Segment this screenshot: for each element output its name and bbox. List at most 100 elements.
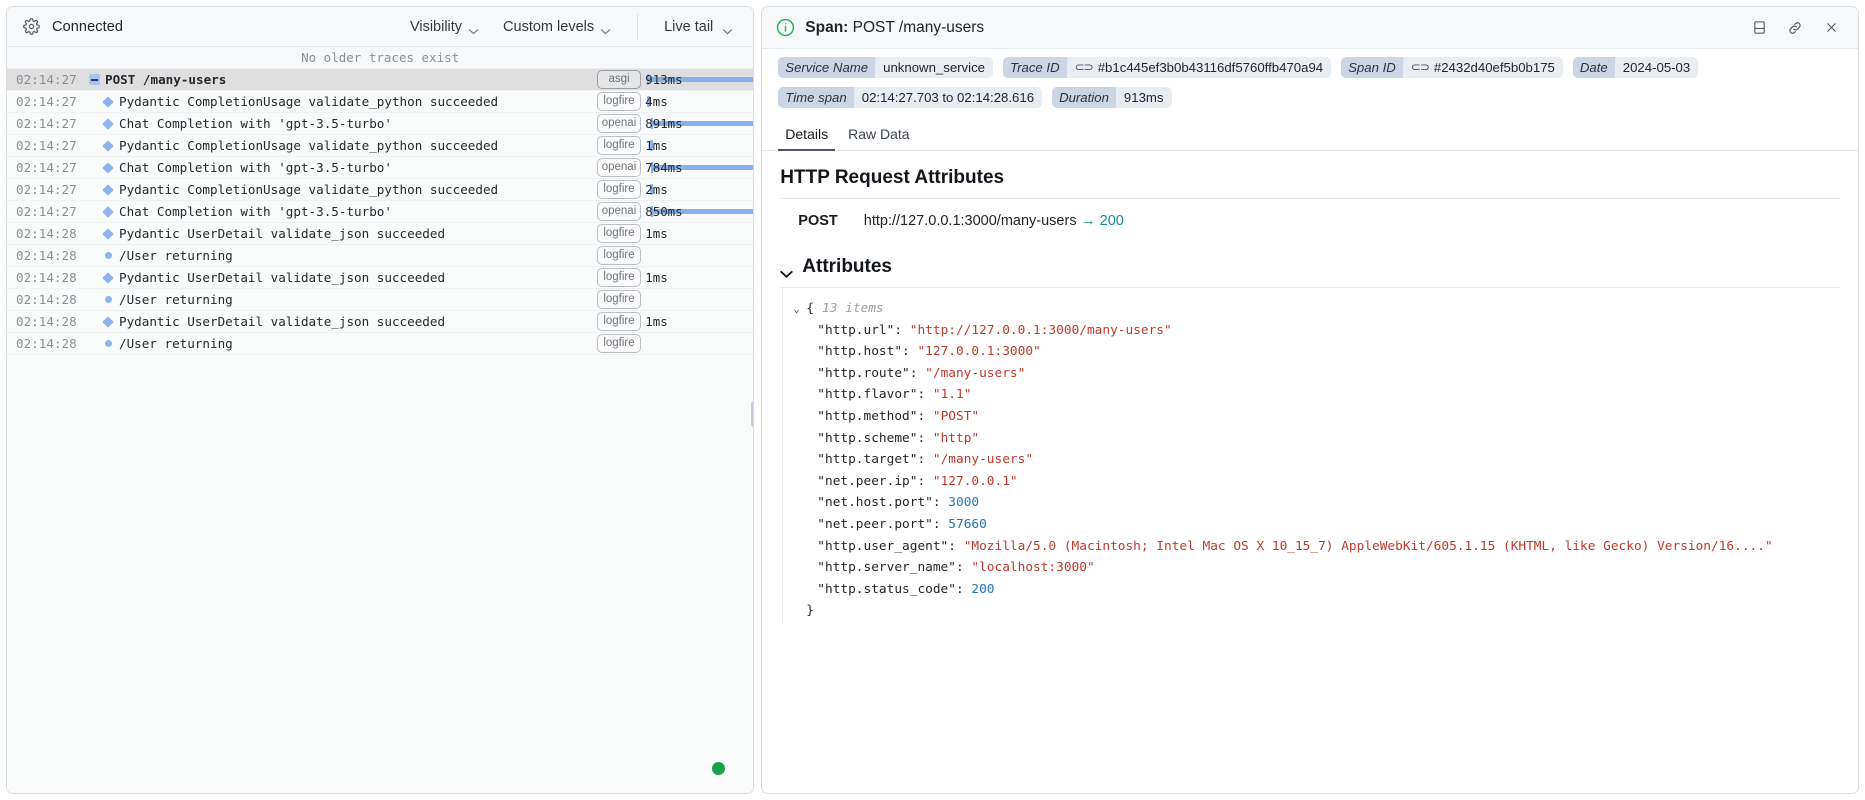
json-key: "http.flavor" — [817, 387, 918, 403]
json-colon: : — [902, 344, 918, 360]
span-diamond-icon — [102, 139, 114, 152]
table-row[interactable]: 02:14:27 Chat Completion with 'gpt-3.5-tu… — [7, 157, 754, 179]
metadata-chip[interactable]: Trace ID⊂⊃#b1c445ef3b0b43116df5760ffb470… — [1003, 57, 1332, 78]
row-source-badge[interactable]: openai — [597, 202, 641, 221]
json-entry: "http.server_name": "localhost:3000" — [793, 557, 1840, 579]
row-source-badge[interactable]: logfire — [597, 290, 641, 309]
metadata-chip-value: 2024-05-03 — [1614, 57, 1699, 78]
visibility-dropdown[interactable]: Visibility — [404, 15, 485, 39]
row-source-badge[interactable]: logfire — [597, 246, 641, 265]
section-divider — [780, 198, 1840, 199]
span-diamond-icon — [97, 271, 119, 284]
row-duration-bar — [650, 140, 653, 151]
row-span-name: Pydantic UserDetail validate_json succee… — [119, 314, 446, 329]
row-source-badge[interactable]: logfire — [597, 224, 641, 243]
row-span-name: Chat Completion with 'gpt-3.5-turbo' — [119, 160, 392, 175]
link-icon[interactable] — [1782, 15, 1808, 41]
row-source-badge[interactable]: logfire — [597, 180, 641, 199]
table-row[interactable]: 02:14:28 Pydantic UserDetail validate_jso… — [7, 311, 754, 333]
json-entry: "http.host": "127.0.0.1:3000" — [793, 341, 1840, 363]
json-entry: "net.peer.port": 57660 — [793, 514, 1840, 536]
row-source-badge[interactable]: logfire — [597, 92, 641, 111]
row-source-badge[interactable]: openai — [597, 114, 641, 133]
span-diamond-icon — [102, 95, 114, 108]
tab-details[interactable]: Details — [778, 122, 836, 151]
span-detail-tabs[interactable]: Details Raw Data — [762, 112, 1858, 151]
row-duration-label: 1ms — [645, 138, 668, 153]
row-duration-label: 784ms — [645, 160, 683, 175]
json-entry: "http.route": "/many-users" — [793, 363, 1840, 385]
json-value: 200 — [971, 581, 995, 597]
chevron-down-icon — [468, 23, 479, 35]
row-span-name: /User returning — [119, 248, 233, 263]
row-span-name: Chat Completion with 'gpt-3.5-turbo' — [119, 116, 392, 131]
metadata-chip[interactable]: Span ID⊂⊃#2432d40ef5b0b175 — [1341, 57, 1563, 78]
collapse-toggle-icon[interactable] — [83, 74, 105, 85]
attributes-toggle[interactable]: Attributes — [780, 256, 1840, 278]
row-source-badge[interactable]: logfire — [597, 268, 641, 287]
span-diamond-icon — [102, 227, 114, 240]
row-source-badge[interactable]: logfire — [597, 334, 641, 353]
span-diamond-icon — [102, 183, 114, 196]
live-tail-dropdown[interactable]: Live tail — [658, 15, 739, 39]
tab-raw-data[interactable]: Raw Data — [848, 126, 910, 142]
row-span-name: Pydantic CompletionUsage validate_python… — [119, 138, 499, 153]
json-value: 3000 — [948, 495, 980, 511]
span-diamond-icon — [102, 315, 114, 328]
json-colon: : — [909, 365, 926, 381]
panel-resize-handle[interactable] — [751, 401, 754, 427]
json-value: "127.0.0.1:3000" — [917, 344, 1041, 360]
json-key: "http.target" — [817, 452, 918, 468]
request-url[interactable]: http://127.0.0.1:3000/many-users — [863, 213, 1077, 229]
custom-levels-dropdown[interactable]: Custom levels — [497, 15, 617, 39]
row-duration-label: 1ms — [645, 270, 668, 285]
custom-levels-label: Custom levels — [503, 18, 595, 35]
close-icon[interactable] — [1818, 15, 1844, 41]
json-key: "http.host" — [817, 344, 903, 360]
log-dot-icon — [104, 252, 112, 259]
row-duration-bar — [650, 184, 653, 195]
row-source-badge[interactable]: asgi — [597, 70, 641, 89]
row-source-badge[interactable]: openai — [597, 158, 641, 177]
row-source-badge[interactable]: logfire — [597, 136, 641, 155]
arrow-right-icon: → — [1080, 212, 1096, 229]
gear-icon[interactable] — [23, 18, 40, 35]
span-diamond-icon — [97, 205, 119, 218]
panel-layout-icon[interactable] — [1746, 15, 1772, 41]
row-source-badge[interactable]: logfire — [597, 312, 641, 331]
row-span-name: Pydantic UserDetail validate_json succee… — [119, 270, 446, 285]
row-timestamp: 02:14:27 — [16, 204, 77, 219]
info-circle-icon — [776, 18, 795, 37]
log-dot-icon — [97, 340, 119, 347]
span-details-panel: Span: POST /many-users Servi — [761, 6, 1859, 794]
row-span-name: /User returning — [119, 292, 233, 307]
span-title: Span: POST /many-users — [805, 19, 984, 37]
span-diamond-icon — [97, 183, 119, 196]
json-key: "net.peer.ip" — [817, 473, 918, 489]
json-value: "POST" — [932, 408, 980, 424]
metadata-chip-key: Duration — [1052, 87, 1116, 108]
json-root-open[interactable]: ⌄{13 items — [793, 298, 1840, 320]
json-colon: : — [917, 473, 933, 489]
row-timestamp: 02:14:27 — [16, 160, 77, 175]
traces-panel: Connected Visibility Custom levels Live … — [6, 6, 755, 794]
connection-status: Connected — [52, 18, 124, 35]
json-colon: : — [932, 495, 949, 511]
row-timestamp: 02:14:28 — [16, 314, 77, 329]
